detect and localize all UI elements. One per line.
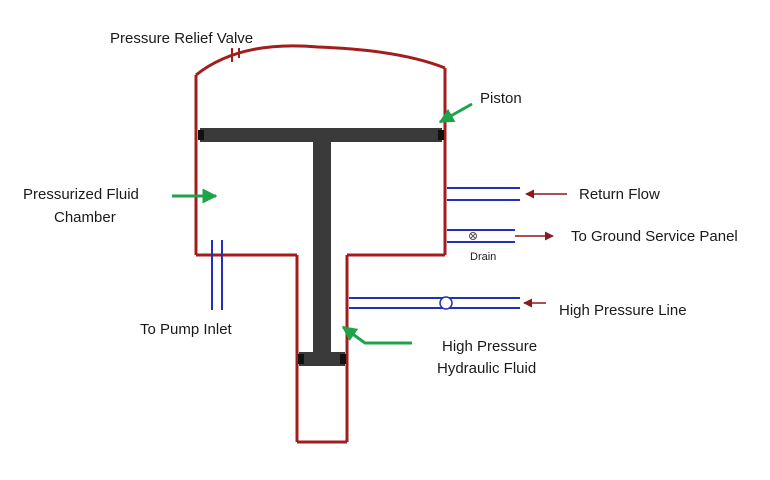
label-piston: Piston (480, 90, 522, 107)
label-pressurized-fluid-line1: Pressurized Fluid (23, 186, 139, 203)
label-high-pressure-line: High Pressure Line (559, 302, 687, 319)
return-flow-pipe (447, 187, 520, 201)
label-to-ground-service-panel: To Ground Service Panel (571, 228, 738, 245)
label-high-pressure-fluid-line2: Hydraulic Fluid (437, 360, 536, 377)
label-return-flow: Return Flow (579, 186, 660, 203)
pressure-relief-valve-stub (231, 48, 240, 62)
piston (198, 128, 444, 366)
label-high-pressure-fluid-line1: High Pressure (442, 338, 537, 355)
check-valve-icon (439, 296, 453, 310)
label-pressure-relief-valve: Pressure Relief Valve (110, 30, 253, 47)
lower-cylinder-housing (295, 255, 349, 444)
high-pressure-line-pipe (349, 297, 520, 309)
drain-pipe (447, 229, 515, 243)
label-drain: Drain (470, 251, 496, 263)
pump-inlet-pipe (211, 240, 223, 310)
fluid-pointer-arrow (341, 325, 412, 345)
label-pressurized-fluid-line2: Chamber (54, 209, 116, 226)
label-to-pump-inlet: To Pump Inlet (140, 321, 233, 338)
piston-pointer-arrow (438, 102, 473, 124)
